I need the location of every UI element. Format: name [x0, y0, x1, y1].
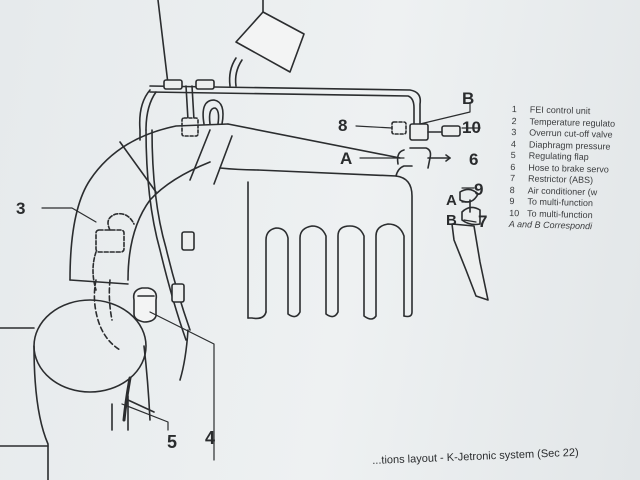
callout-5: 5 [167, 432, 178, 452]
intake-manifold [247, 165, 413, 320]
callout-a-inset: A [446, 192, 457, 209]
overrun-valve [92, 212, 135, 291]
intake-duct [69, 123, 401, 285]
callout-6: 6 [469, 150, 479, 169]
leader-line-top [157, 0, 169, 85]
callout-a-main: A [340, 149, 353, 168]
callout-b-main: B [462, 89, 475, 108]
callout-10: 10 [462, 118, 481, 137]
side-hose [122, 129, 195, 422]
top-hose [149, 79, 422, 133]
callout-b-inset: B [446, 212, 457, 229]
diaphragm-regulator [132, 287, 158, 323]
callout-leaders [41, 103, 481, 461]
left-hose [138, 85, 224, 141]
lower-duct [0, 279, 155, 480]
callout-3: 3 [16, 199, 26, 218]
junction-assembly [391, 121, 461, 169]
control-unit [228, 0, 305, 87]
callout-4: 4 [205, 428, 216, 448]
callout-9: 9 [474, 180, 484, 199]
callout-8: 8 [338, 116, 348, 135]
inset-detail [451, 188, 489, 301]
callout-7: 7 [478, 212, 488, 231]
